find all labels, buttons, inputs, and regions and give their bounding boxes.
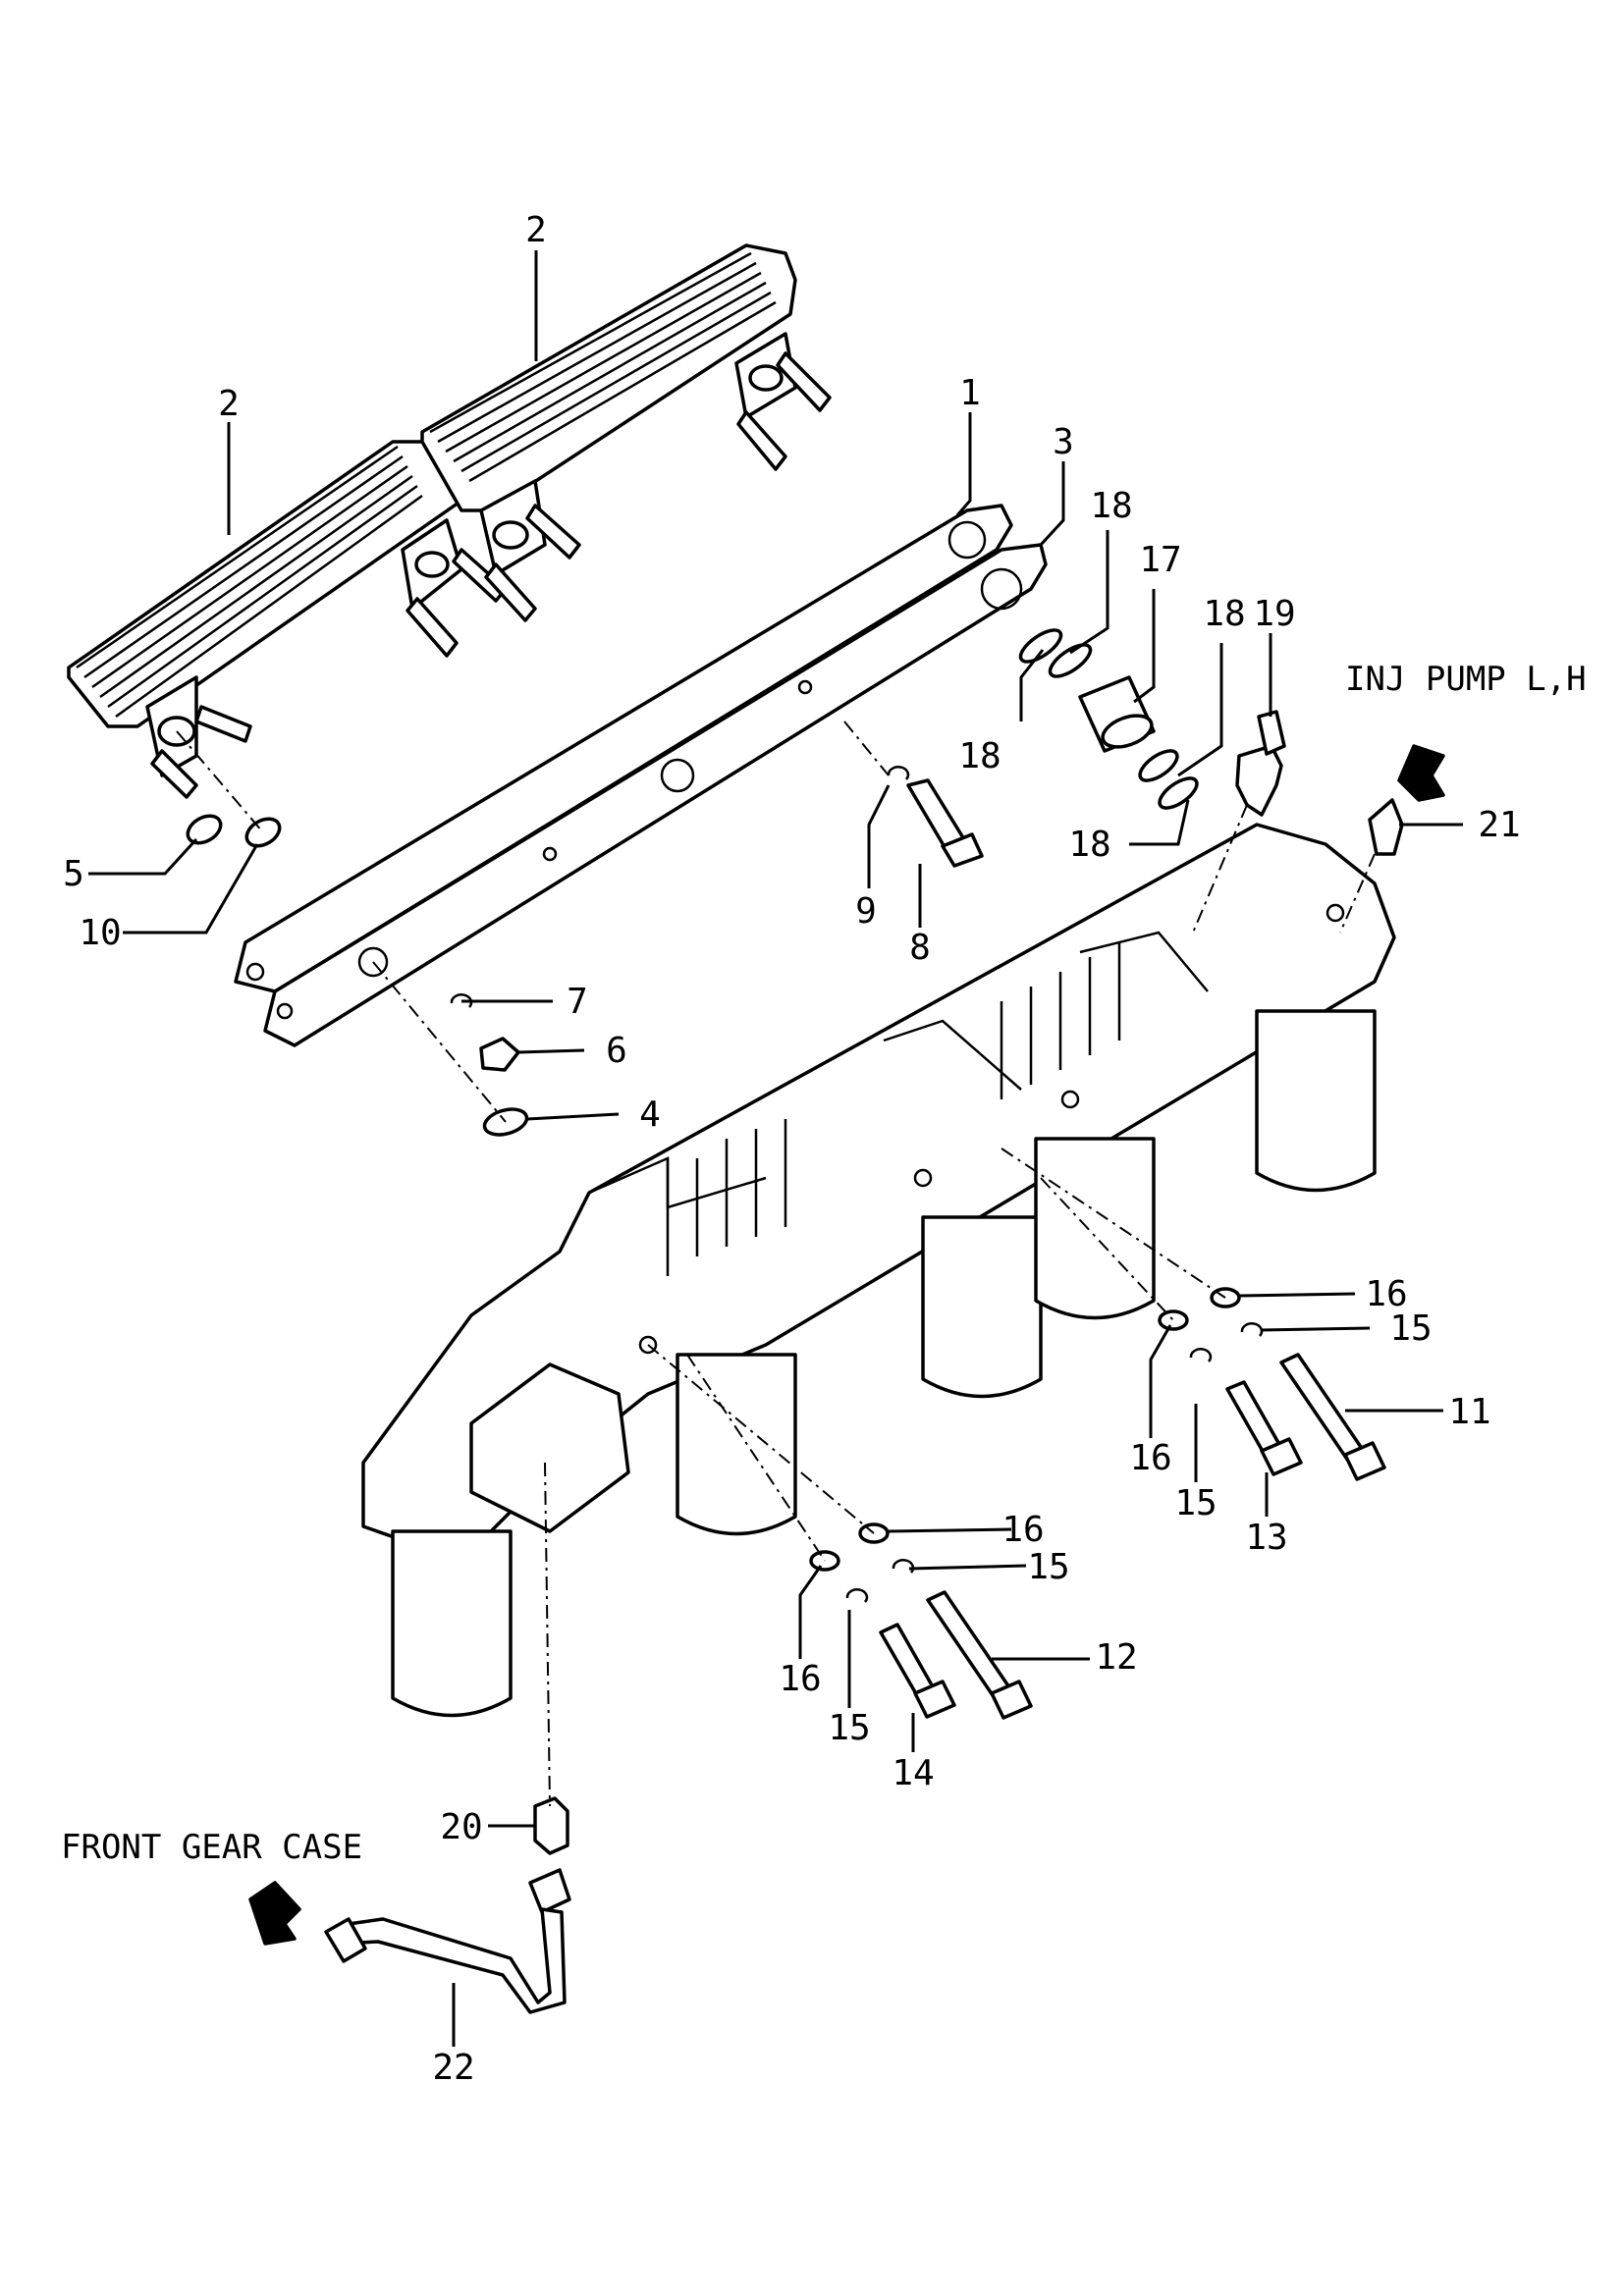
callout-12: 12 bbox=[1095, 1637, 1137, 1678]
callout-labels: 2 2 1 3 18 17 18 19 18 18 21 5 10 9 8 7 … bbox=[63, 210, 1521, 2088]
callout-15: 15 bbox=[1389, 1308, 1432, 1349]
callout-17: 17 bbox=[1139, 540, 1181, 580]
gasket-3 bbox=[263, 543, 1048, 1047]
callout-15: 15 bbox=[1027, 1547, 1069, 1587]
callout-22: 22 bbox=[432, 2048, 474, 2088]
callout-21: 21 bbox=[1478, 805, 1520, 845]
callout-2: 2 bbox=[218, 384, 240, 424]
note-inj-pump: INJ PUMP L,H bbox=[1345, 660, 1587, 699]
callout-18: 18 bbox=[958, 736, 1001, 776]
connector-20 bbox=[533, 1796, 569, 1855]
callout-13: 13 bbox=[1245, 1518, 1287, 1558]
callout-3: 3 bbox=[1053, 422, 1074, 462]
oil-cooler-element-left bbox=[67, 440, 508, 799]
oil-pipe-22 bbox=[324, 1868, 571, 2014]
callout-14: 14 bbox=[892, 1753, 934, 1793]
callout-5: 5 bbox=[63, 854, 84, 894]
oil-cooler-body bbox=[361, 823, 1396, 1563]
oil-filter-cartridges bbox=[391, 1009, 1377, 1718]
bolts-washers-right bbox=[1158, 1287, 1386, 1481]
callout-2: 2 bbox=[525, 210, 547, 250]
arrow-inj-pump bbox=[1397, 744, 1445, 802]
callout-18: 18 bbox=[1203, 594, 1245, 634]
o-rings-18 bbox=[1018, 628, 1199, 810]
callout-16: 16 bbox=[1001, 1510, 1044, 1550]
bolts-washers-left bbox=[809, 1522, 1033, 1720]
plug-17 bbox=[1078, 675, 1156, 753]
arrow-front-gear-case bbox=[248, 1881, 301, 1946]
callout-19: 19 bbox=[1253, 594, 1295, 634]
small-parts-left bbox=[186, 766, 984, 1137]
relief-valve-19 bbox=[1235, 710, 1286, 817]
callout-6: 6 bbox=[606, 1031, 627, 1071]
callout-16: 16 bbox=[779, 1659, 821, 1699]
fitting-21 bbox=[1368, 798, 1404, 856]
callout-15: 15 bbox=[828, 1708, 870, 1748]
callout-8: 8 bbox=[909, 928, 931, 968]
callout-7: 7 bbox=[567, 982, 588, 1022]
oil-cooler-element-right bbox=[420, 243, 832, 622]
callout-11: 11 bbox=[1448, 1392, 1490, 1432]
note-front-gear-case: FRONT GEAR CASE bbox=[61, 1828, 362, 1867]
callout-16: 16 bbox=[1365, 1274, 1407, 1314]
callout-4: 4 bbox=[639, 1095, 661, 1135]
callout-10: 10 bbox=[79, 913, 121, 953]
callout-18: 18 bbox=[1090, 486, 1132, 526]
callout-9: 9 bbox=[855, 891, 877, 932]
alignment-lines bbox=[176, 721, 1376, 1807]
callout-18: 18 bbox=[1068, 825, 1110, 865]
callout-15: 15 bbox=[1174, 1483, 1217, 1523]
leader-lines bbox=[88, 250, 1463, 2047]
callout-1: 1 bbox=[959, 373, 981, 413]
callout-20: 20 bbox=[440, 1807, 482, 1847]
callout-16: 16 bbox=[1129, 1438, 1171, 1478]
